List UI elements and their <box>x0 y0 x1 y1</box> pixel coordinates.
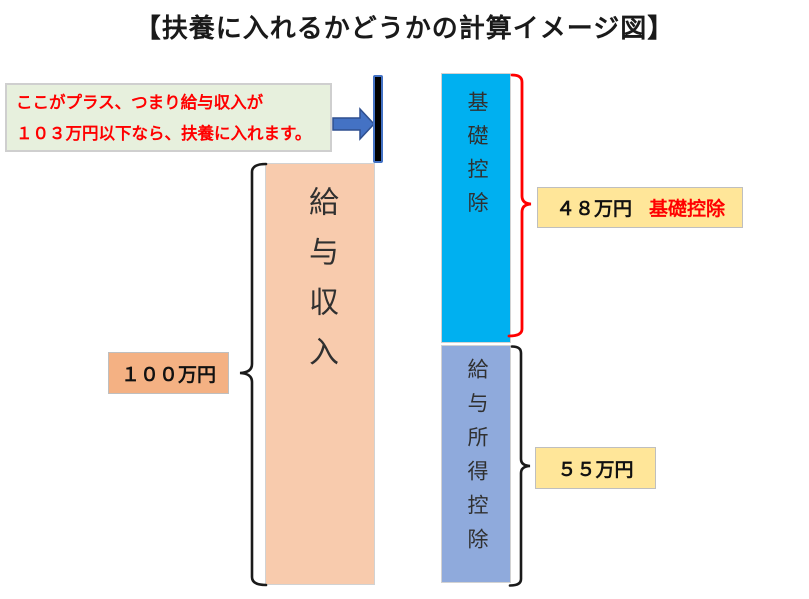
label-salary-deduction-amount: ５５万円 <box>535 447 656 489</box>
bar-salary-income-deduction-label: 給与所得控除 <box>465 358 488 562</box>
red-right-brace-icon <box>507 73 532 338</box>
bar-salary-income: 給与収入 <box>265 163 375 585</box>
left-brace-icon <box>239 162 268 587</box>
right-arrow-icon <box>332 107 376 141</box>
callout-line-2: １０３万円以下なら、扶養に入れます。 <box>16 125 312 143</box>
callout-line-1: ここがプラス、つまり給与収入が <box>16 94 264 112</box>
threshold-bar <box>373 75 383 163</box>
black-right-brace-icon <box>508 345 531 587</box>
salary-deduction-amount-text: ５５万円 <box>557 459 634 481</box>
callout-box: ここがプラス、つまり給与収入が １０３万円以下なら、扶養に入れます。 <box>5 83 332 152</box>
bar-basic-deduction-label: 基礎控除 <box>465 91 488 225</box>
salary-amount-text: １００万円 <box>120 364 216 386</box>
bar-basic-deduction: 基礎控除 <box>441 73 511 343</box>
label-basic-deduction: ４８万円 基礎控除 <box>537 187 743 228</box>
label-salary-amount: １００万円 <box>108 352 229 394</box>
page-title: 【扶養に入れるかどうかの計算イメージ図】 <box>134 13 675 43</box>
basic-deduction-amount-text: ４８万円 <box>556 199 633 220</box>
basic-deduction-name-text: 基礎控除 <box>649 199 726 220</box>
bar-salary-income-label: 給与収入 <box>304 186 337 386</box>
bar-salary-income-deduction: 給与所得控除 <box>441 345 511 583</box>
